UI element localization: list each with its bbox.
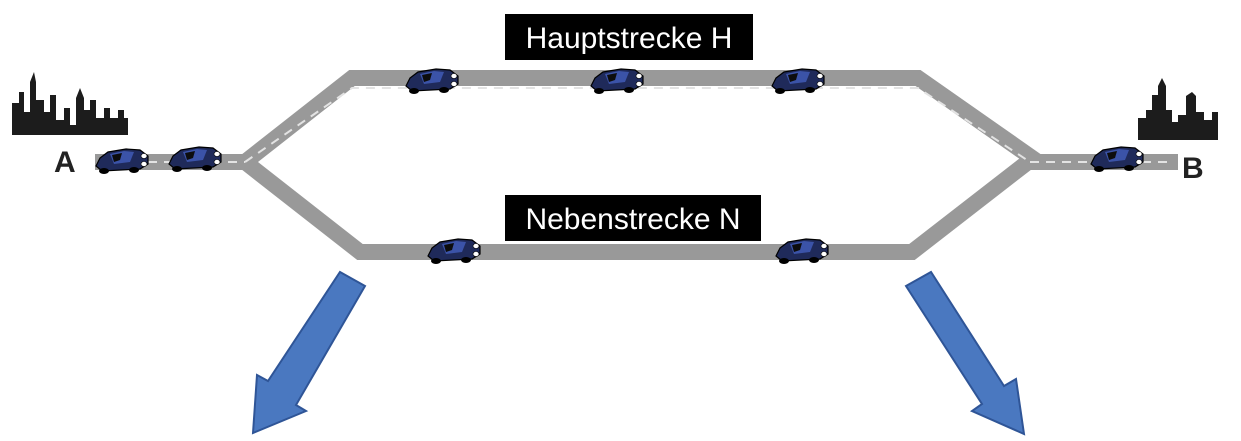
- side-route-label-text: Nebenstrecke N: [525, 203, 740, 236]
- road-side-route: [240, 155, 1033, 260]
- down-arrow-icon-left: [251, 270, 367, 435]
- endpoint-label-a: A: [54, 146, 76, 179]
- city-skyline-icon-left: [12, 72, 128, 135]
- main-route-label-text: Hauptstrecke H: [526, 22, 733, 55]
- endpoint-label-b: B: [1182, 152, 1204, 185]
- side-route-label: Nebenstrecke N: [505, 195, 761, 241]
- side-route-label-box: [505, 195, 761, 241]
- city-skyline-icon-right: [1138, 78, 1218, 140]
- car-icon: [775, 238, 829, 265]
- down-arrow-icon-right: [904, 270, 1026, 436]
- lane-marking-main: [244, 87, 1031, 163]
- road-main-route: [240, 70, 1043, 169]
- main-route-label-box: [505, 14, 753, 60]
- car-icon: [95, 148, 149, 175]
- car-icon: [427, 238, 481, 265]
- main-route-label: Hauptstrecke H: [505, 14, 753, 60]
